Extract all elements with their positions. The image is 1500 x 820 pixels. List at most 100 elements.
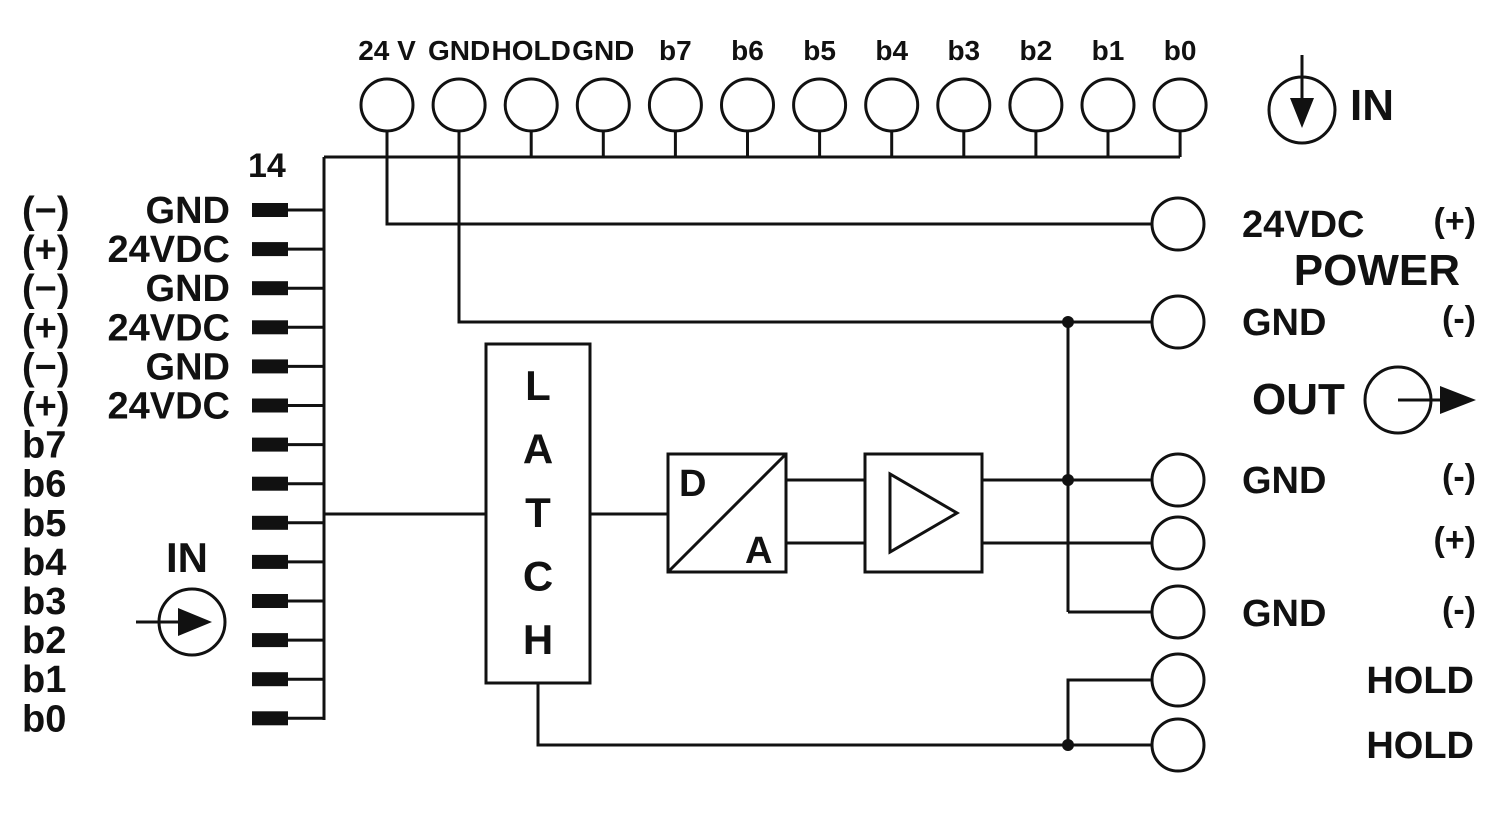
power-pos-label: 24VDC bbox=[1242, 204, 1365, 246]
connector-in-label: IN bbox=[166, 534, 208, 581]
pin-polarity: (−) bbox=[22, 268, 70, 310]
connector-pin: b7 bbox=[22, 425, 324, 467]
pin-rect bbox=[252, 281, 288, 296]
pin-label: b4 bbox=[22, 542, 66, 584]
connector-pin: 24VDC(+) bbox=[22, 307, 324, 349]
pin-label: 24VDC bbox=[108, 229, 231, 271]
top-terminal-label: GND bbox=[428, 35, 490, 66]
top-terminal-label: b5 bbox=[803, 35, 836, 66]
out-pos-polarity: (+) bbox=[1434, 521, 1477, 559]
pin-polarity: (+) bbox=[22, 307, 70, 349]
pin-label: GND bbox=[146, 268, 230, 310]
top-terminal-label: b7 bbox=[659, 35, 692, 66]
top-terminal-label: HOLD bbox=[492, 35, 571, 66]
top-terminal-label: b1 bbox=[1092, 35, 1125, 66]
connector-pin: b1 bbox=[22, 659, 324, 701]
pin-rect bbox=[252, 359, 288, 374]
terminal-out-gnd2 bbox=[1150, 584, 1206, 640]
out-gnd1-label: GND bbox=[1242, 460, 1326, 502]
pin-rect bbox=[252, 242, 288, 257]
pin-polarity: (+) bbox=[22, 386, 70, 428]
pin-rect bbox=[252, 711, 288, 726]
top-terminal: b4 bbox=[864, 35, 920, 157]
power-pos-polarity: (+) bbox=[1434, 202, 1477, 240]
pin-label: b3 bbox=[22, 581, 66, 623]
wire-gnd bbox=[457, 131, 1152, 324]
latch-letter: T bbox=[525, 489, 551, 536]
top-terminal: b3 bbox=[936, 35, 992, 157]
latch-box bbox=[484, 342, 592, 685]
power-gnd-polarity: (-) bbox=[1442, 300, 1476, 338]
connector-pin: 24VDC(+) bbox=[22, 229, 324, 271]
dac-block: D A bbox=[666, 452, 788, 574]
pin-count-label: 14 bbox=[248, 147, 286, 185]
top-terminal: b5 bbox=[792, 35, 848, 157]
out-label: OUT bbox=[1252, 375, 1345, 424]
top-terminal-circle bbox=[503, 77, 559, 133]
wire-24v bbox=[385, 131, 1152, 226]
junction-dot bbox=[1062, 316, 1074, 328]
hold1-label: HOLD bbox=[1366, 660, 1474, 702]
top-terminal: 24 V bbox=[358, 35, 416, 133]
pin-label: b5 bbox=[22, 503, 66, 545]
top-in-label: IN bbox=[1350, 81, 1394, 130]
top-terminal-label: GND bbox=[572, 35, 634, 66]
dac-diagonal bbox=[666, 452, 788, 574]
top-terminal: b0 bbox=[1152, 35, 1208, 157]
dac-bottom-letter: A bbox=[745, 530, 772, 572]
pin-polarity: (−) bbox=[22, 190, 70, 232]
pin-label: b6 bbox=[22, 464, 66, 506]
out-gnd1-polarity: (-) bbox=[1442, 458, 1476, 496]
pin-rect bbox=[252, 203, 288, 217]
top-terminal-circle bbox=[1080, 77, 1136, 133]
pin-label: b2 bbox=[22, 620, 66, 662]
terminal-hold2 bbox=[1150, 717, 1206, 773]
amplifier-triangle-icon bbox=[888, 471, 960, 555]
out-gnd2-label: GND bbox=[1242, 593, 1326, 635]
latch-letter: H bbox=[523, 616, 553, 663]
top-terminal: GND bbox=[572, 35, 634, 157]
top-terminal-circle bbox=[1152, 77, 1208, 133]
top-terminal-circle bbox=[647, 77, 703, 133]
out-gnd2-polarity: (-) bbox=[1442, 591, 1476, 629]
top-terminal-circle bbox=[792, 77, 848, 133]
pin-rect bbox=[252, 515, 288, 530]
top-in-symbol: IN bbox=[1267, 55, 1394, 145]
connector-pin: b5 bbox=[22, 503, 324, 545]
top-terminal: HOLD bbox=[492, 35, 571, 157]
terminal-out-pos bbox=[1150, 515, 1206, 571]
top-terminal: GND bbox=[428, 35, 490, 133]
pin-rect bbox=[252, 633, 288, 648]
power-label: POWER bbox=[1294, 246, 1460, 295]
connector-block: 14 GND(−)24VDC(+)GND(−)24VDC(+)GND(−)24V… bbox=[22, 147, 326, 740]
power-gnd-label: GND bbox=[1242, 302, 1326, 344]
junction-dot bbox=[1062, 474, 1074, 486]
pin-rect bbox=[252, 672, 288, 687]
top-terminal: b7 bbox=[647, 35, 703, 157]
connector-pin: b0 bbox=[22, 698, 324, 740]
pin-label: b7 bbox=[22, 425, 66, 467]
out-symbol: OUT bbox=[1252, 365, 1476, 435]
connector-pin: b2 bbox=[22, 620, 324, 662]
amplifier-block bbox=[863, 452, 984, 574]
top-terminal: b1 bbox=[1080, 35, 1136, 157]
connector-pin: GND (−) bbox=[22, 190, 324, 232]
dac-top-letter: D bbox=[679, 463, 706, 505]
top-terminal-label: 24 V bbox=[358, 35, 416, 66]
top-terminal-circle bbox=[720, 77, 775, 133]
top-terminal-label: b0 bbox=[1164, 35, 1197, 66]
amplifier-box bbox=[863, 452, 984, 574]
pin-rect bbox=[252, 594, 288, 608]
top-terminal-circle bbox=[431, 77, 487, 133]
connector-pin: b3 bbox=[22, 581, 324, 623]
pin-rect bbox=[252, 437, 288, 452]
wire-hold bbox=[536, 683, 1152, 747]
terminal-power-pos bbox=[1150, 196, 1206, 252]
right-terminals bbox=[1150, 196, 1206, 773]
pin-label: GND bbox=[146, 190, 230, 232]
top-terminal: b2 bbox=[1008, 35, 1064, 157]
top-terminal-circle bbox=[1008, 77, 1064, 133]
junction-dot bbox=[1062, 739, 1074, 751]
